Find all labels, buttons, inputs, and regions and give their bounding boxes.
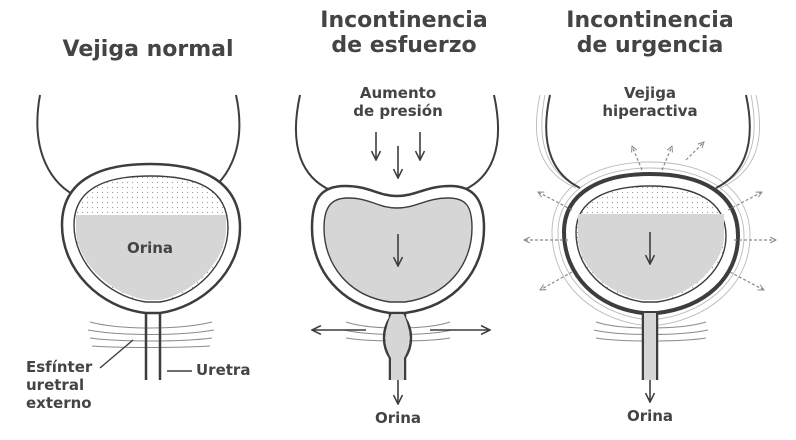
spasm-arrows [524,142,776,290]
pelvis-left [545,94,581,189]
stress-title: Incontinencia de esfuerzo [320,8,487,59]
urge-title-line-1: Incontinencia [566,8,734,33]
pelvis-left [295,94,331,191]
urge-title: Incontinencia de urgencia [566,8,733,59]
panel-stress [295,94,499,404]
normal-title: Vejiga normal [62,37,234,62]
sphincter-leader [99,339,134,369]
pelvis-right [715,94,751,189]
pelvis-right [463,94,499,191]
sphincter-label-line-3: externo [26,394,92,412]
sphincter-label-line-2: uretral [26,376,85,394]
pressure-label-line-2: de presión [353,102,443,120]
sphincter-muscle [87,321,215,348]
sphincter-label-line-1: Esfínter [26,358,93,376]
urge-title-line-2: de urgencia [576,33,724,59]
pressure-label: Aumento de presión [353,84,443,120]
panel-normal [36,94,242,380]
vibration-rings [536,94,760,327]
urine-fill [76,215,226,300]
sphincter-label: Esfínter uretral externo [26,358,92,412]
overactive-label: Vejiga hiperactiva [602,84,697,120]
urethra-fill [644,313,656,380]
stress-title-line-1: Incontinencia [320,8,488,33]
urethra-label: Uretra [196,361,251,379]
stress-output-label: Orina [374,409,422,427]
urethra-fill [385,315,410,380]
urine-label: Orina [126,239,174,257]
stress-title-line-2: de esfuerzo [331,33,477,59]
urge-output-label: Orina [626,407,674,425]
pressure-label-line-1: Aumento [359,84,437,102]
overactive-label-line-1: Vejiga [623,84,677,102]
overactive-label-line-2: hiperactiva [602,102,698,120]
pelvis-left [36,94,81,199]
panel-urge [524,94,776,402]
